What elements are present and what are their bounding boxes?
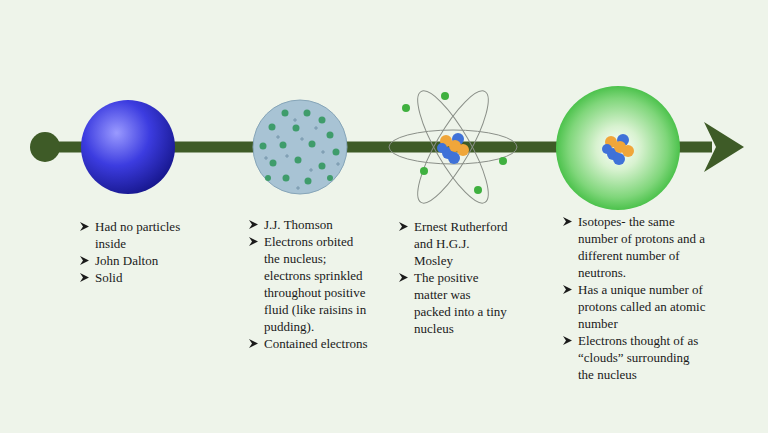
bullet-list: Had no particles insideJohn DaltonSolid [78, 218, 196, 286]
bullet-arrow [561, 332, 578, 349]
bullet-arrow [397, 218, 414, 235]
bullet-item: Isotopes- the same number of protons and… [561, 213, 706, 281]
electron-cloud-model [556, 86, 680, 210]
bullet-list: J.J. ThomsonElectrons orbited the nucleu… [247, 216, 369, 352]
bullet-item: John Dalton [78, 252, 196, 269]
bullet-text: Has a unique number of protons called an… [578, 281, 706, 332]
bullet-arrow [78, 218, 95, 235]
bullet-item: The positive matter was packed into a ti… [397, 269, 509, 337]
bullet-arrow [397, 269, 414, 286]
bullet-item: J.J. Thomson [247, 216, 369, 233]
bullet-list: Isotopes- the same number of protons and… [561, 213, 706, 383]
bullet-text: Electrons orbited the nucleus; electrons… [264, 233, 369, 335]
bullet-text: Solid [95, 269, 196, 286]
bullet-text: John Dalton [95, 252, 196, 269]
bullet-item: Electrons thought of as “clouds” surroun… [561, 332, 706, 383]
bullet-text: Isotopes- the same number of protons and… [578, 213, 706, 281]
bullet-arrow [78, 269, 95, 286]
bullet-item: Solid [78, 269, 196, 286]
bullet-arrow [78, 252, 95, 269]
bullet-text: Ernest Rutherford and H.G.J. Mosley [414, 218, 509, 269]
bullet-text: Had no particles inside [95, 218, 196, 252]
bullet-arrow [247, 335, 264, 352]
rutherford-atom [389, 83, 517, 211]
bullet-item: Contained electrons [247, 335, 369, 352]
bullet-text: Contained electrons [264, 335, 369, 352]
bullet-item: Ernest Rutherford and H.G.J. Mosley [397, 218, 509, 269]
bullet-item: Electrons orbited the nucleus; electrons… [247, 233, 369, 335]
bullet-arrow [561, 213, 578, 230]
bullet-arrow [247, 216, 264, 233]
bullet-text: J.J. Thomson [264, 216, 369, 233]
bullet-arrow [561, 281, 578, 298]
bullet-list: Ernest Rutherford and H.G.J. MosleyThe p… [397, 218, 509, 337]
plum-pudding-model [253, 100, 347, 194]
bullet-text: The positive matter was packed into a ti… [414, 269, 509, 337]
bullet-item: Had no particles inside [78, 218, 196, 252]
bullet-item: Has a unique number of protons called an… [561, 281, 706, 332]
bullet-arrow [247, 233, 264, 250]
bullet-text: Electrons thought of as “clouds” surroun… [578, 332, 706, 383]
dalton-sphere [81, 100, 175, 194]
